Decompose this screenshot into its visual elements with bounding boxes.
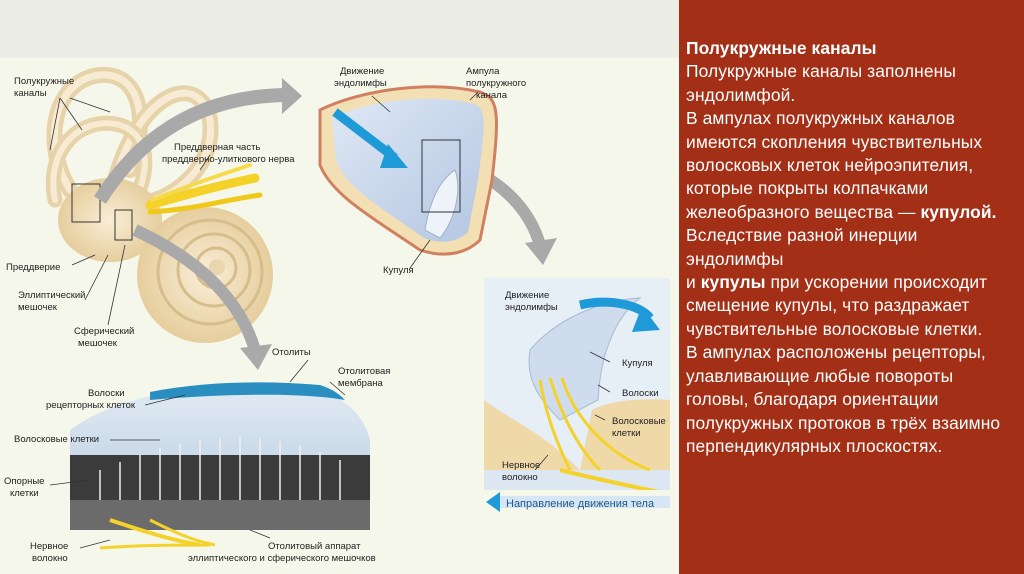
panel-term-cupulas: купулы xyxy=(700,272,766,293)
zoom-arrow-2-head xyxy=(240,344,272,370)
label-cupula-1: Купуля xyxy=(383,265,414,276)
zoom-arrow-2 xyxy=(132,224,261,352)
cupula-illustration xyxy=(484,278,670,514)
zoom-arrow-1 xyxy=(94,88,291,204)
ampulla-illustration xyxy=(318,85,498,256)
panel-paragraph-3-pre: которые покрыты колпачками желеобразного… xyxy=(686,178,929,222)
inner-ear-illustration xyxy=(45,66,273,343)
zoom-arrow-3-head xyxy=(525,238,557,265)
top-band xyxy=(0,0,679,58)
label-cupula-2: Купуля xyxy=(622,358,653,369)
panel-paragraph-4-post: при ускорении происходит смещение купулы… xyxy=(686,272,988,339)
panel-paragraph-3-post: Вследствие разной инерции эндолимфы xyxy=(686,225,918,269)
panel-text: Полукружные каналы Полукружные каналы за… xyxy=(686,37,1018,458)
panel-paragraph-2: В ампулах полукружных каналов имеются ск… xyxy=(686,108,983,176)
label-hairs: Волоски xyxy=(622,388,659,399)
text-panel xyxy=(679,0,1024,574)
label-hair-cells: Волосковые клетки xyxy=(14,434,99,445)
panel-heading: Полукружные каналы xyxy=(686,38,877,58)
panel-paragraph-1: Полукружные каналы заполнены эндолимфой. xyxy=(686,61,956,105)
label-body-direction: Направление движения тела xyxy=(506,498,655,510)
label-otoliths: Отолиты xyxy=(272,347,311,358)
panel-paragraph-4-pre: и xyxy=(686,272,701,293)
panel-paragraph-3: которые покрыты колпачками желеобразного… xyxy=(686,177,1018,271)
panel-term-cupula: купулой. xyxy=(920,201,997,222)
otolith-organ-illustration xyxy=(70,382,370,550)
zoom-arrow-1-head xyxy=(282,78,302,114)
panel-paragraph-5: В ампулах расположены рецепторы, улавлив… xyxy=(686,342,986,410)
label-vestibule: Преддверие xyxy=(6,262,60,273)
panel-paragraph-6: полукружных протоков в трёх взаимно перп… xyxy=(686,412,1001,456)
panel-paragraph-4: и купулы при ускорении происходит смещен… xyxy=(686,271,1018,341)
leader-lines xyxy=(49,91,611,549)
